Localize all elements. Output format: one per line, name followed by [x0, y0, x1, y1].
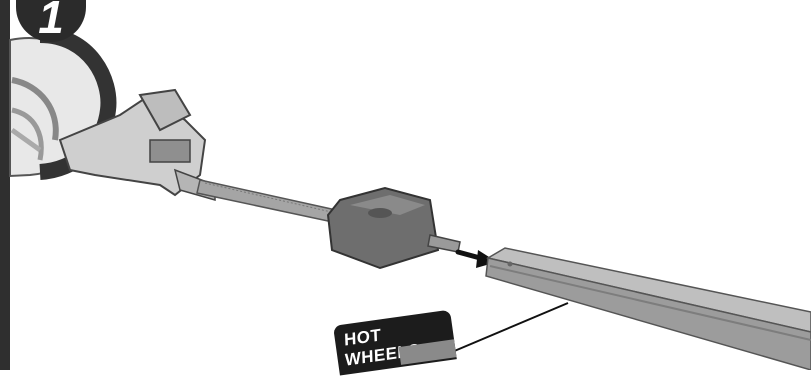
track-piece [486, 248, 811, 370]
callout-line [452, 303, 568, 352]
step-number: 1 [38, 0, 64, 40]
threaded-rod [197, 180, 345, 224]
launcher-block [328, 188, 460, 268]
